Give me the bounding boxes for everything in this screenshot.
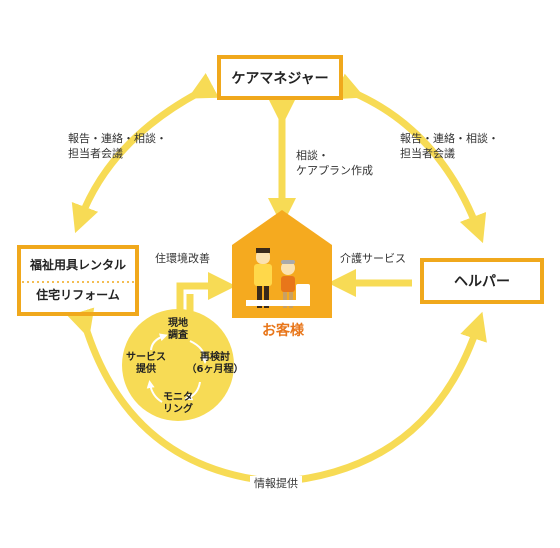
cycle-review-line1: 再検討	[200, 352, 230, 363]
helper-label: ヘルパー	[454, 274, 510, 290]
cycle-arrow-3	[146, 380, 163, 403]
arrow-left-top	[71, 73, 219, 234]
cycle-service: サービス 提供	[120, 352, 172, 376]
welfare-rental-label: 福祉用具レンタル	[29, 258, 126, 272]
left-box	[17, 245, 139, 316]
label-care-service: 介護サービス	[340, 252, 406, 265]
cycle-monitoring: モニタ リング	[158, 392, 198, 416]
arrow-environment	[176, 272, 236, 318]
cycle-arrow-4	[150, 333, 168, 351]
label-environment: 住環境改善	[155, 252, 210, 265]
customer-label: お客様	[262, 323, 304, 339]
cycle-survey: 現地 調査	[160, 318, 196, 342]
cycle-review: 再検討 （6ヶ月程）	[186, 352, 244, 376]
arrow-right-top	[333, 73, 487, 244]
care-manager-label: ケアマネジャー	[231, 70, 329, 87]
label-center-line2: ケアプラン作成	[296, 164, 373, 177]
helper-box: ヘルパー	[420, 258, 544, 304]
cycle-arrow-2	[184, 381, 201, 401]
label-left-top-line2: 担当者会議	[68, 147, 123, 160]
label-center-line1: 相談・	[296, 149, 329, 162]
label-info: 情報提供	[250, 476, 302, 491]
cycle-survey-line1: 現地	[168, 318, 188, 329]
label-left-top-line1: 報告・連絡・相談・	[68, 132, 167, 145]
care-manager-box: ケアマネジャー	[217, 55, 343, 100]
label-right-top: 報告・連絡・相談・ 担当者会議	[400, 131, 499, 161]
label-right-top-line2: 担当者会議	[400, 147, 455, 160]
cycle-review-line2: （6ヶ月程）	[186, 364, 244, 375]
label-right-top-line1: 報告・連絡・相談・	[400, 132, 499, 145]
cycle-survey-line2: 調査	[168, 330, 188, 341]
cycle-monitoring-line2: リング	[163, 404, 193, 415]
home-reform-label: 住宅リフォーム	[36, 288, 120, 302]
cycle-monitoring-line1: モニタ	[163, 392, 193, 403]
cycle-service-line2: 提供	[136, 364, 156, 375]
cycle-arrow-1	[189, 340, 209, 364]
cycle-circle	[122, 309, 234, 421]
customer-people-icon	[246, 248, 310, 308]
label-info-text: 情報提供	[254, 477, 298, 490]
cycle-service-line1: サービス	[126, 352, 166, 363]
label-center: 相談・ ケアプラン作成	[296, 148, 373, 178]
label-left-top: 報告・連絡・相談・ 担当者会議	[68, 131, 167, 161]
